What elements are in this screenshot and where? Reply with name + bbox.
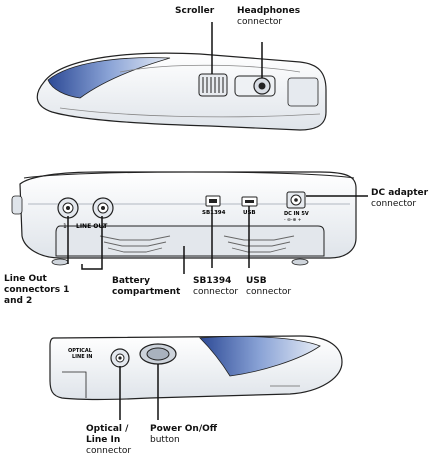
port-1-mark: 1	[63, 223, 67, 230]
battery-label: Battery compartment	[112, 276, 180, 298]
optical-mark-line1: OPTICAL	[68, 348, 93, 354]
line-out-label: Line Out connectors 1 and 2	[4, 274, 69, 307]
power-label-title: Power On/Off	[150, 424, 218, 434]
usb-label-sub: connector	[246, 287, 292, 297]
sb1394-label-title: SB1394	[193, 276, 232, 286]
dc-polarity-mark: - ⊖-⊕ +	[284, 217, 302, 223]
dc-in-mark: DC IN 5V	[284, 211, 309, 217]
power-button	[139, 343, 177, 365]
leader-lines	[67, 22, 368, 420]
dc-adapter-label-sub: connector	[371, 199, 417, 209]
battery-label-line2: compartment	[112, 287, 181, 297]
sb1394-label: SB1394 connector	[193, 276, 238, 298]
battery-compartment	[55, 225, 325, 257]
headphones-jack	[234, 75, 276, 97]
optical-label-title: Optical /	[86, 424, 129, 434]
headphones-label-title: Headphones	[237, 6, 301, 16]
headphones-label-sub: connector	[237, 17, 283, 27]
scroller-label-title: Scroller	[175, 6, 215, 16]
line-out-mark: LINE OUT	[76, 223, 108, 230]
line-out-label-title: Line Out	[4, 274, 47, 284]
usb-label-title: USB	[246, 276, 267, 286]
port-2-mark: 2	[102, 223, 106, 230]
dc-in-port	[286, 191, 306, 209]
dc-adapter-label: DC adapter connector	[371, 188, 428, 210]
side-view-device	[49, 335, 343, 401]
line-out-jack-1	[57, 197, 79, 219]
power-label: Power On/Off button	[150, 424, 217, 446]
sb1394-port	[205, 195, 221, 207]
leader-line-out-2	[81, 216, 103, 270]
sb1394-mark: SB1394	[202, 210, 226, 216]
sb1394-label-sub: connector	[193, 287, 239, 297]
optical-mark-line2: LINE IN	[72, 354, 92, 360]
battery-label-title: Battery	[112, 276, 150, 286]
optical-label-sub: connector	[86, 446, 132, 456]
top-view-device	[36, 52, 327, 131]
optical-label: Optical / Line In connector	[86, 424, 131, 457]
usb-label: USB connector	[246, 276, 291, 298]
optical-label-line2: Line In	[86, 435, 121, 445]
scroller-wheel	[198, 73, 228, 97]
scroller-label: Scroller	[175, 6, 214, 17]
usb-port	[241, 196, 258, 207]
dc-adapter-label-title: DC adapter	[371, 188, 429, 198]
power-label-sub: button	[150, 435, 180, 445]
optical-line-in-jack	[110, 348, 130, 368]
line-out-jack-2	[92, 197, 114, 219]
line-out-label-line3: and 2	[4, 296, 33, 306]
back-view-device	[11, 171, 357, 266]
line-out-label-line2: connectors 1	[4, 285, 70, 295]
headphones-label: Headphones connector	[237, 6, 300, 28]
